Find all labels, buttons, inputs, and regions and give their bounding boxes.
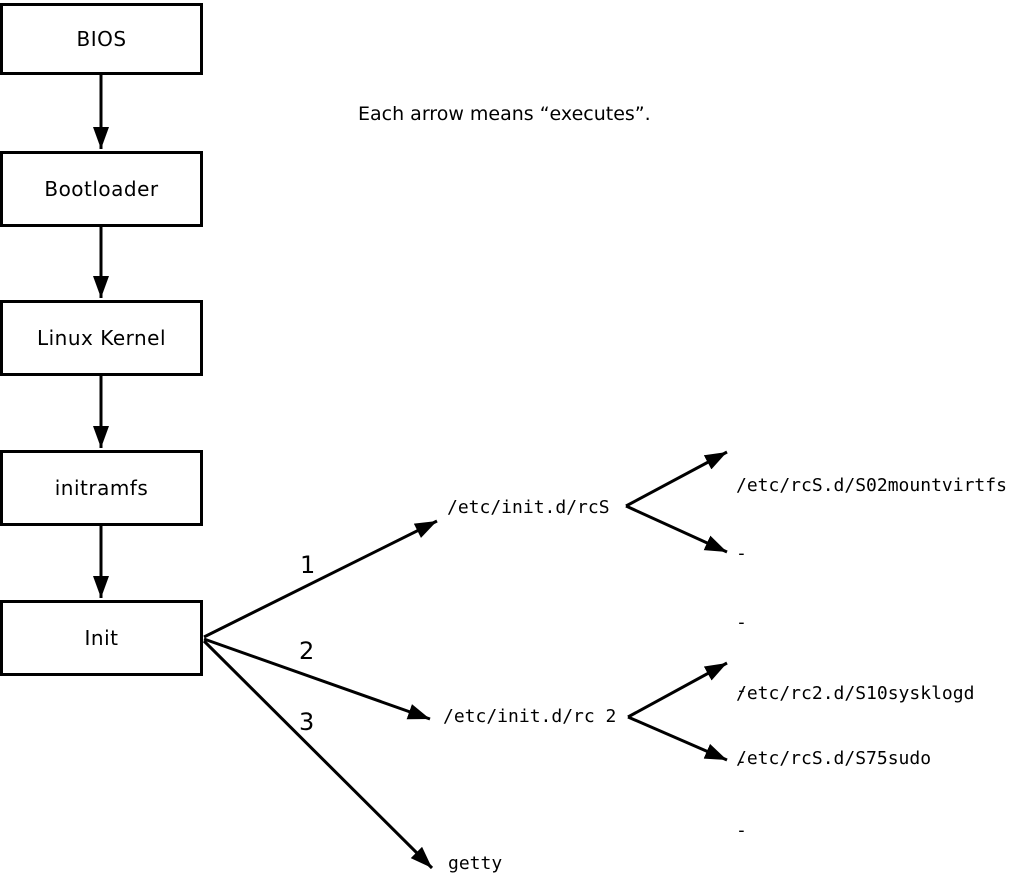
- box-bios: BIOS: [0, 3, 203, 75]
- arrow-init-to-rcs: [203, 519, 438, 639]
- rcs-script-list: /etc/rcS.d/S02mountvirtfs - - - /etc/rcS…: [736, 431, 1007, 814]
- branch-order-2: 2: [299, 637, 315, 665]
- box-linux-kernel: Linux Kernel: [0, 300, 203, 376]
- arrow-init-to-rc2: [203, 637, 431, 721]
- rcs-script-s02mountvirtfs: /etc/rcS.d/S02mountvirtfs: [736, 475, 1007, 496]
- arrow-rc2-to-s99gdm: [627, 715, 728, 762]
- box-init: Init: [0, 600, 203, 676]
- branch-order-3: 3: [299, 708, 315, 736]
- target-getty: getty: [448, 853, 503, 874]
- ellipsis-dash: -: [736, 751, 747, 773]
- box-init-label: Init: [84, 626, 119, 650]
- box-initramfs-label: initramfs: [54, 476, 149, 500]
- rc2-script-s10sysklogd: /etc/rc2.d/S10sysklogd: [736, 683, 975, 704]
- ellipsis-dash: -: [736, 543, 747, 565]
- arrow-rcs-to-s02mountvirtfs: [625, 450, 728, 508]
- box-linux-kernel-label: Linux Kernel: [36, 326, 167, 350]
- ellipsis-dash: -: [736, 679, 747, 701]
- target-rcs-script: /etc/init.d/rcS: [447, 497, 610, 518]
- arrow-rc2-to-s10sysklogd: [627, 661, 728, 719]
- box-bootloader-label: Bootloader: [44, 177, 159, 201]
- branch-order-1: 1: [300, 551, 316, 579]
- box-bootloader: Bootloader: [0, 151, 203, 227]
- box-initramfs: initramfs: [0, 450, 203, 526]
- target-rc2-script: /etc/init.d/rc 2: [443, 706, 617, 727]
- rc2-script-list: /etc/rc2.d/S10sysklogd - - - /etc/rc2.d/…: [736, 639, 974, 875]
- legend-note: Each arrow means “executes”.: [358, 103, 651, 125]
- ellipsis-dash: -: [736, 819, 747, 841]
- arrow-rcs-to-s75sudo: [625, 504, 728, 554]
- arrow-init-to-getty: [202, 639, 434, 870]
- rcs-script-s75sudo: /etc/rcS.d/S75sudo: [736, 748, 932, 770]
- box-bios-label: BIOS: [76, 27, 127, 51]
- ellipsis-dash: -: [736, 611, 747, 633]
